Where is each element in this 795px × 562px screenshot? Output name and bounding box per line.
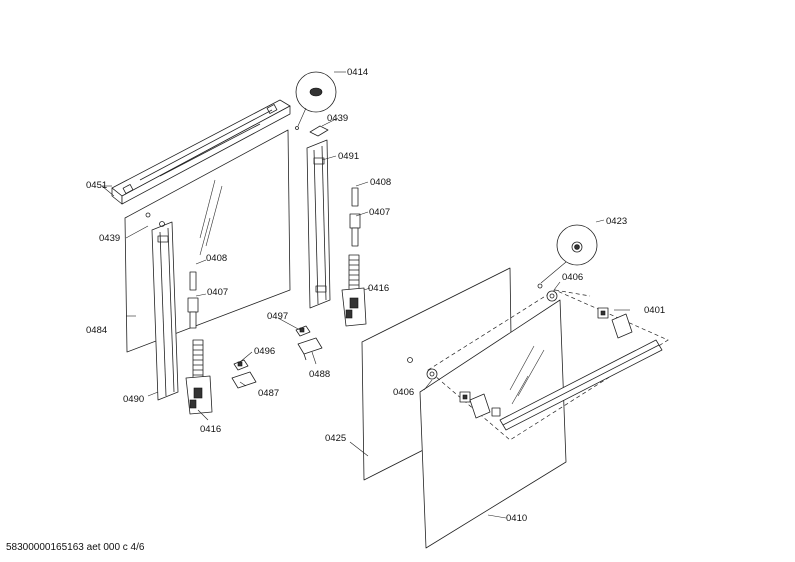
hinge-right-0416[interactable] — [341, 254, 367, 327]
pin-left-0408[interactable] — [189, 271, 197, 291]
callout-0488: 0488 — [309, 369, 330, 380]
stopper-0414[interactable] — [295, 71, 337, 130]
callout-0490: 0490 — [123, 394, 144, 405]
callout-0406-lower: 0406 — [393, 387, 414, 398]
callout-0407-right: 0407 — [369, 207, 390, 218]
bushing-right-0407[interactable] — [349, 213, 361, 247]
bracket-0488[interactable] — [297, 337, 323, 361]
callout-0423: 0423 — [606, 216, 627, 227]
document-footer-id: 58300000165163 aet 000 c 4/6 — [6, 542, 145, 553]
right-frame-0491[interactable] — [306, 139, 331, 309]
callout-0487: 0487 — [258, 388, 279, 399]
clip-0439-top[interactable] — [309, 125, 329, 137]
callout-0406-upper: 0406 — [562, 272, 583, 283]
pin-right-0408[interactable] — [351, 187, 359, 207]
bracket-0487[interactable] — [231, 371, 257, 389]
callout-0484: 0484 — [86, 325, 107, 336]
callout-0496: 0496 — [254, 346, 275, 357]
left-frame-0490[interactable] — [151, 221, 179, 401]
detail-0423[interactable] — [540, 224, 598, 284]
roller-0406-upper[interactable] — [537, 283, 558, 302]
callout-0425: 0425 — [325, 433, 346, 444]
hinge-left-0416[interactable] — [185, 339, 213, 415]
callout-0491: 0491 — [338, 151, 359, 162]
callout-0439-top: 0439 — [327, 113, 348, 124]
bushing-left-0407[interactable] — [187, 297, 199, 329]
handle-end-cap-right[interactable] — [611, 313, 633, 339]
handle-clip-lower[interactable] — [459, 391, 501, 417]
callouts: 0414 0439 0491 0408 0407 0451 0439 0408 … — [86, 67, 665, 524]
callout-0497: 0497 — [267, 311, 288, 322]
clip-0497[interactable] — [295, 325, 311, 337]
top-rail-0451[interactable] — [111, 99, 291, 205]
handle-clip-0401[interactable] — [597, 307, 609, 319]
callout-0416-right: 0416 — [368, 283, 389, 294]
callout-0401: 0401 — [644, 305, 665, 316]
roller-0406-lower[interactable] — [407, 357, 438, 380]
callout-0408-right: 0408 — [370, 177, 391, 188]
callout-0451: 0451 — [86, 180, 107, 191]
door-handle-assembly[interactable] — [427, 289, 669, 441]
handle-end-cap-left[interactable] — [469, 393, 491, 419]
inner-glass-panel[interactable] — [124, 129, 291, 353]
callout-0416-left: 0416 — [200, 424, 221, 435]
callout-0410: 0410 — [506, 513, 527, 524]
callout-0407-left: 0407 — [207, 287, 228, 298]
callout-0439-left: 0439 — [99, 233, 120, 244]
callout-0414: 0414 — [347, 67, 368, 78]
callout-0408-left: 0408 — [206, 253, 227, 264]
outer-door-glass-0410[interactable] — [419, 299, 567, 549]
